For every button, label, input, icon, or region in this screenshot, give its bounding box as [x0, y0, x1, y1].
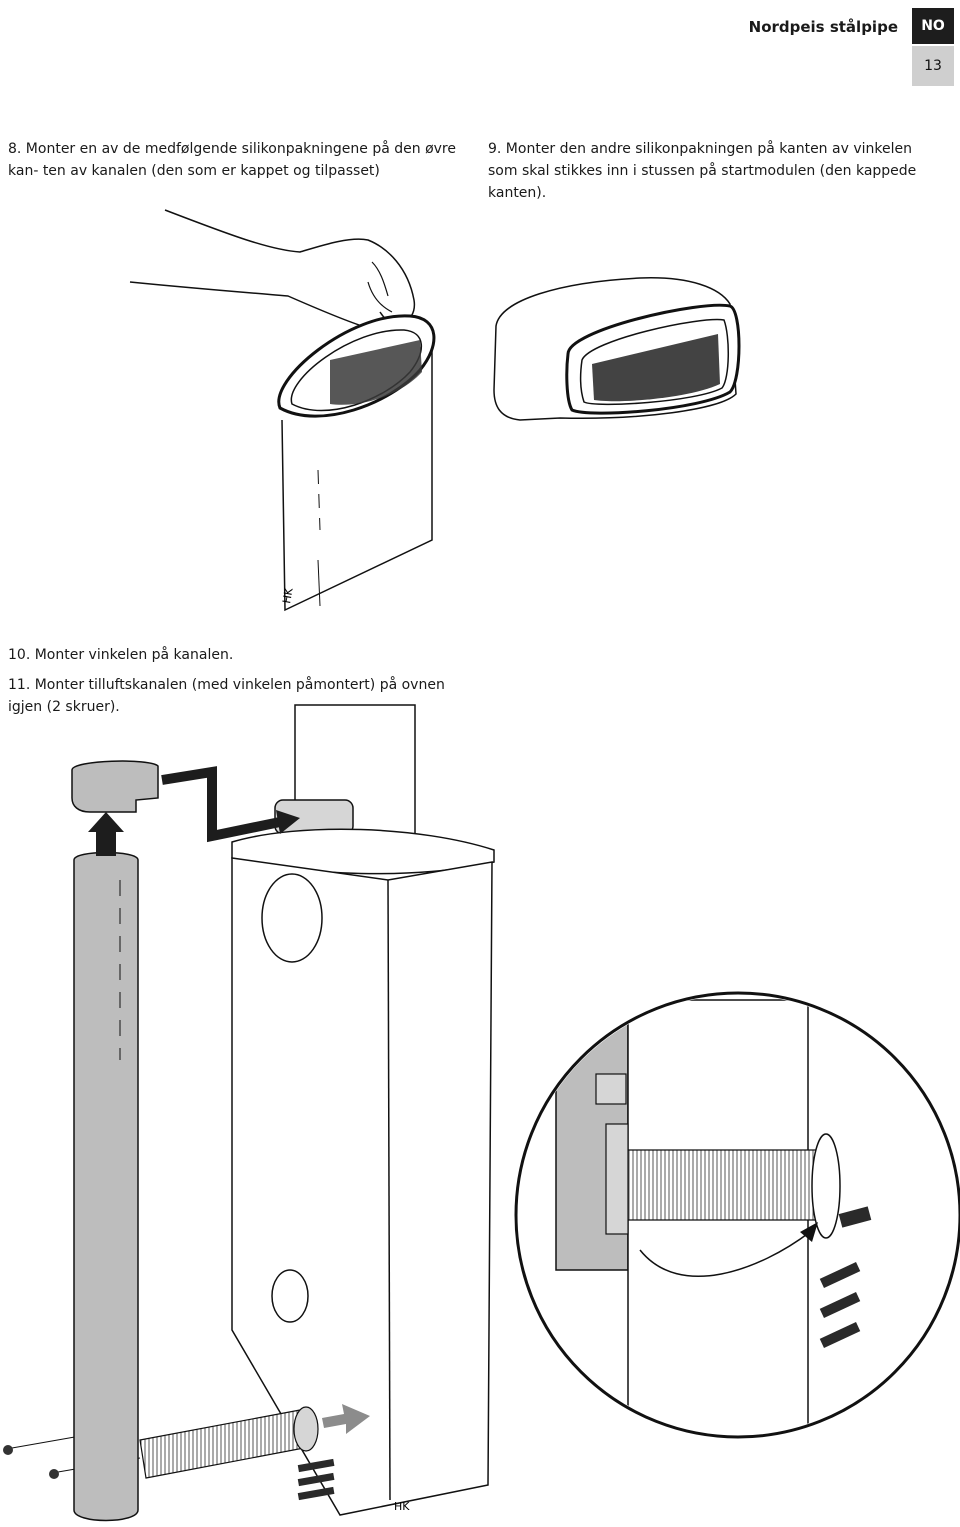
step-10-text: 10. Monter vinkelen på kanalen.: [8, 647, 234, 663]
step-9-text: 9. Monter den andre silikonpakningen på …: [488, 141, 917, 201]
language-badge: NO: [912, 8, 954, 46]
step-8-text: 8. Monter en av de medfølgende silikonpa…: [8, 141, 456, 179]
signature-mark: HK: [280, 586, 296, 604]
step-11-text: 11. Monter tilluftskanalen (med vinkelen…: [8, 677, 445, 715]
stove-signature: HK: [394, 1500, 410, 1513]
page-number: 13: [912, 46, 954, 86]
document-title: Nordpeis stålpipe: [748, 18, 898, 36]
